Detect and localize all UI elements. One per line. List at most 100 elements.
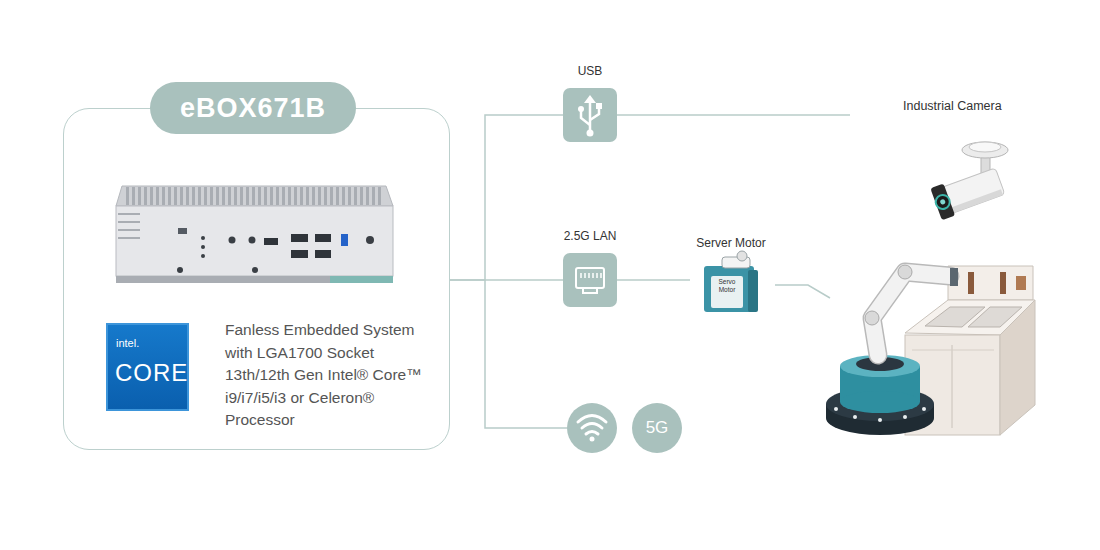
side-groove [118,221,140,223]
port [178,228,187,234]
lan-pin [580,273,582,278]
usb-symbol [578,95,602,137]
usb-arrow [584,95,596,103]
camera-mount-top [969,142,1001,152]
camera-lens [934,193,952,211]
screw [252,267,258,273]
lan-pin [592,273,594,278]
cabinet-side [1000,300,1035,435]
device-illustration: Server MotorServo Motor [690,236,772,318]
device-illustration: Industrial Camera [850,96,1030,221]
servo-illustration [704,251,758,312]
servo-body [704,266,754,312]
bolt [834,407,838,411]
lan-pin [600,273,602,278]
interface-icon: 2.5G LAN [563,253,617,307]
device-marking: Servo Motor [712,278,742,293]
chassis-top [116,186,393,206]
product-photo [116,186,393,283]
lan-pin [584,273,586,278]
tool [968,272,974,294]
interface-circle: 5G [632,403,682,453]
usb-branch [590,109,599,120]
usb-base [587,130,594,137]
robot-illustration [826,265,1035,435]
servo-label-panel [711,276,743,308]
side-groove [118,229,140,231]
product-name: eBOX671B [150,82,356,134]
lan-pin [588,273,590,278]
led [201,245,205,249]
power-button [366,236,374,244]
connector-line [617,114,850,116]
wifi-arc [582,424,602,429]
chassis-front [116,206,393,276]
device-panel: eBOX671BFanless Embedded System with LGA… [63,108,450,450]
robot-arm-outline [872,272,950,355]
wifi-arc [578,416,606,423]
usb-port [341,234,348,246]
side-groove [118,237,140,239]
usb-branch [581,111,590,125]
robot-gripper [950,268,958,286]
camera-shade [948,189,1003,214]
lan-port-outline [576,268,604,288]
connector-line [617,279,690,281]
bolt [922,407,926,411]
camera-lens-glint [940,199,946,205]
robot-joint [898,265,912,279]
usb-stem [589,101,592,131]
tool [1016,276,1026,290]
interface-icon: USB [563,88,617,142]
bolt [903,415,907,419]
chassis-base-accent [330,276,393,283]
usb-branch-end [578,106,584,112]
wifi-icon [567,403,617,453]
servo-side [748,270,758,312]
bolt [878,418,882,422]
heat-fins [124,187,384,205]
usb-branch-end [596,103,602,109]
port [315,250,331,258]
led [201,254,205,258]
brand-series: CORE [115,359,188,387]
device-label: Industrial Camera [903,99,1002,113]
lan-pin [596,273,598,278]
robot-arm [872,272,950,355]
port [315,234,331,242]
side-groove [118,213,140,215]
cabinet-drawer-line [912,350,994,351]
back-panel [948,266,1033,300]
brand-name: intel. [116,337,139,349]
camera-front [930,184,955,221]
lan-port-tab [583,288,597,293]
wifi-dot [590,437,595,442]
interface-label: USB [578,64,603,78]
connector-line [450,279,563,281]
connector-line [450,115,563,280]
wireless-wire [485,280,567,428]
interface-label: 5G [632,403,682,453]
camera-illustration [930,142,1008,220]
chassis-base [116,276,393,283]
servo-shaft [737,251,747,261]
wifi-arc [586,432,598,435]
device-label: Server Motor [690,236,772,250]
port [291,250,308,258]
processor-badge: intel. CORE [106,323,189,411]
bolt [853,415,857,419]
screw [177,267,183,273]
product-description: Fanless Embedded System with LGA1700 Soc… [225,319,440,432]
led [201,236,205,240]
robot-wire [775,285,830,298]
port [264,238,278,245]
wifi-circle [567,403,617,453]
antenna-port [249,237,256,244]
cabinet-door-line [952,345,953,428]
camera-mount [962,142,1008,158]
robot-joint [865,311,879,325]
interface-label: 2.5G LAN [564,229,617,243]
tool [1000,272,1006,294]
port [291,234,308,242]
robot-base-bottom [840,391,920,413]
